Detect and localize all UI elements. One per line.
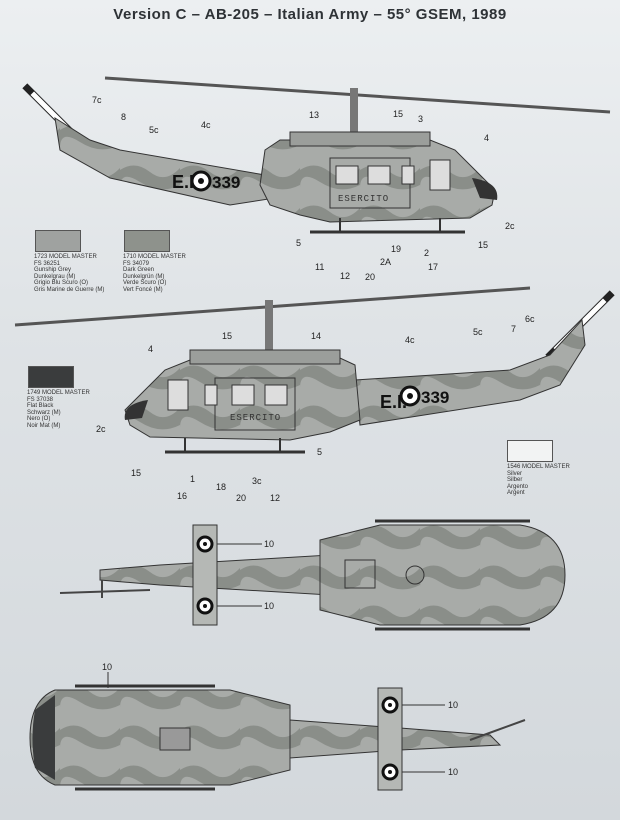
callout-10: 10 bbox=[264, 539, 274, 549]
callout-5: 5 bbox=[317, 447, 322, 457]
callout-4: 4 bbox=[148, 344, 153, 354]
callout-14: 14 bbox=[311, 331, 321, 341]
callout-17: 17 bbox=[428, 262, 438, 272]
rotor-mast bbox=[350, 88, 358, 133]
window bbox=[167, 379, 189, 411]
tail-boom bbox=[54, 116, 276, 206]
callout-2: 2 bbox=[424, 248, 429, 258]
swatch-gunship-grey bbox=[35, 230, 81, 252]
callout-11: 11 bbox=[315, 262, 324, 272]
swatch-silver bbox=[507, 440, 553, 462]
rotor-mast bbox=[265, 300, 273, 350]
window bbox=[335, 165, 359, 185]
callout-1: 1 bbox=[190, 474, 195, 484]
callout-4: 4 bbox=[484, 133, 489, 143]
callout-13: 13 bbox=[309, 110, 319, 120]
side-view-left: E.I. 339 ESERCITO 15 14 4c 5c 7 6c 4 2c … bbox=[14, 286, 615, 503]
nose-black bbox=[124, 400, 148, 420]
window bbox=[367, 165, 391, 185]
callout-18: 18 bbox=[216, 482, 226, 492]
swatch-flat-black-text: 1749 MODEL MASTER FS 37038 Flat Black Sc… bbox=[27, 390, 90, 429]
swatch-flat-black bbox=[28, 366, 74, 388]
callout-7: 7 bbox=[511, 324, 516, 334]
swatch-gunship-grey-text: 1723 MODEL MASTER FS 36251 Gunship Grey … bbox=[34, 254, 105, 293]
nose-black bbox=[472, 178, 498, 200]
callout-15: 15 bbox=[222, 331, 232, 341]
callout-5c: 5c bbox=[473, 327, 483, 337]
callout-2c: 2c bbox=[96, 424, 106, 434]
top-view: 10 10 bbox=[59, 519, 566, 631]
callout-20: 20 bbox=[236, 493, 246, 503]
bottom-view: 10 10 10 bbox=[29, 662, 526, 791]
callout-15b: 15 bbox=[478, 240, 488, 250]
callout-3c: 3c bbox=[252, 476, 262, 486]
callout-10: 10 bbox=[448, 700, 458, 710]
page-title: Version C – AB-205 – Italian Army – 55° … bbox=[113, 6, 507, 23]
callout-4c: 4c bbox=[405, 335, 415, 345]
window bbox=[429, 159, 451, 191]
callout-19: 19 bbox=[391, 244, 401, 254]
callout-10: 10 bbox=[102, 662, 112, 672]
callout-2c: 2c bbox=[505, 221, 515, 231]
swatch-dark-green-text: 1710 MODEL MASTER FS 34079 Dark Green Du… bbox=[123, 254, 186, 293]
callout-12: 12 bbox=[270, 493, 280, 503]
callout-20: 20 bbox=[365, 272, 375, 282]
callout-2a: 2A bbox=[380, 257, 391, 267]
callout-10: 10 bbox=[264, 601, 274, 611]
esercito-marking: ESERCITO bbox=[338, 194, 389, 204]
window bbox=[204, 384, 218, 406]
top-fuselage bbox=[319, 524, 566, 626]
window bbox=[401, 165, 415, 185]
swatch-silver-text: 1546 MODEL MASTER Silver Silber Argento … bbox=[507, 464, 570, 497]
engine-cowling bbox=[189, 349, 341, 365]
side-view-right: E.I. 339 ESERCITO 7c 8 5c 4c 13 15 3 4 2… bbox=[22, 76, 611, 282]
window bbox=[231, 384, 255, 406]
window bbox=[264, 384, 288, 406]
esercito-marking: ESERCITO bbox=[230, 413, 281, 423]
callout-4c: 4c bbox=[201, 120, 211, 130]
registration-number: 339 bbox=[421, 388, 449, 407]
callout-3: 3 bbox=[418, 114, 423, 124]
callout-5c: 5c bbox=[149, 125, 159, 135]
callout-6c: 6c bbox=[525, 314, 535, 324]
callout-16: 16 bbox=[177, 491, 187, 501]
callout-8: 8 bbox=[121, 112, 126, 122]
swatch-dark-green bbox=[124, 230, 170, 252]
callout-12: 12 bbox=[340, 271, 350, 281]
callout-5: 5 bbox=[296, 238, 301, 248]
callout-15: 15 bbox=[393, 109, 403, 119]
registration-number: 339 bbox=[212, 173, 240, 192]
callout-15b: 15 bbox=[131, 468, 141, 478]
callout-7c: 7c bbox=[92, 95, 102, 105]
engine-cowling bbox=[289, 131, 431, 147]
callout-10: 10 bbox=[448, 767, 458, 777]
